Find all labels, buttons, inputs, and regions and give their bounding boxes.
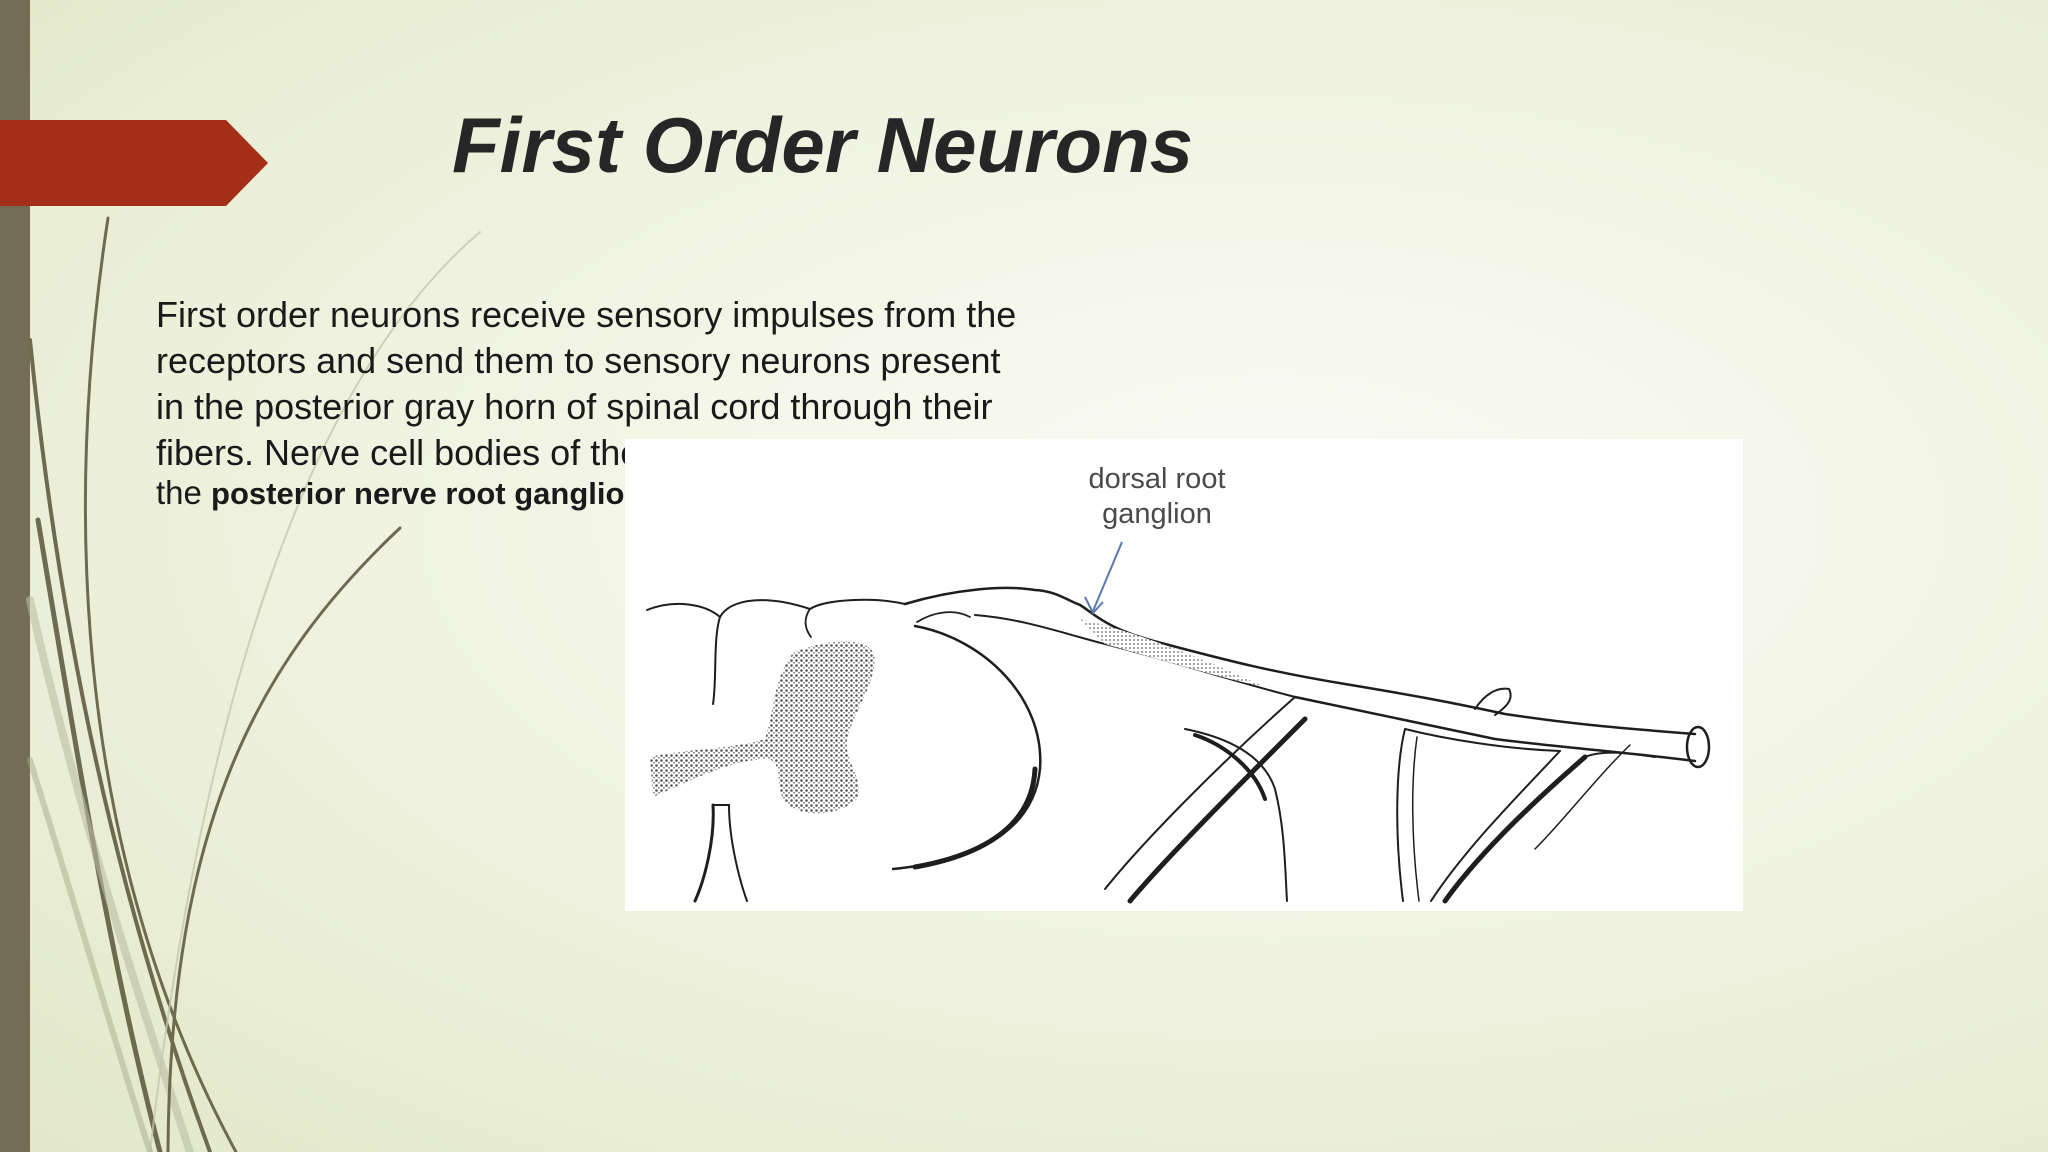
figure-label: dorsal root ganglion [1037,462,1277,532]
figure-label-line2: ganglion [1102,498,1212,530]
body-last-prefix: the [156,474,212,511]
body-line: First order neurons receive sensory impu… [156,294,1017,335]
body-last-line: the posterior nerve root ganglion. [156,470,1116,517]
spinal-cord-diagram: dorsal root ganglion [625,439,1743,911]
body-line: receptors and send them to sensory neuro… [156,340,1001,381]
slide-title: First Order Neurons [452,101,1194,189]
body-line: in the posterior gray horn of spinal cor… [156,386,993,427]
title-arrow-tab [0,120,268,206]
diagram-drawing [646,541,1711,904]
figure-label-line1: dorsal root [1088,463,1226,495]
body-bold-term: posterior nerve root ganglion. [211,476,652,511]
